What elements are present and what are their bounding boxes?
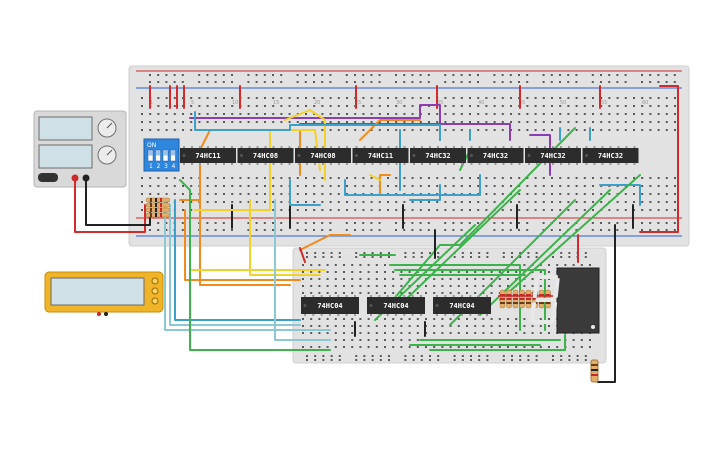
resistor-bank[interactable]	[145, 197, 171, 218]
ic-chip-label: 74HC08	[310, 152, 335, 160]
ic-chip-label: 74HC11	[195, 152, 220, 160]
ic-chip[interactable]: 74HC08	[295, 146, 351, 165]
wire-red[interactable]	[74, 177, 146, 233]
column-number: 30	[396, 100, 402, 106]
power-supply[interactable]	[33, 110, 127, 188]
pull-resistor[interactable]	[145, 202, 171, 208]
wire-red[interactable]	[639, 85, 679, 233]
seven-segment-digit	[530, 275, 560, 324]
wire-green[interactable]	[179, 179, 331, 351]
seven-segment-value: 8	[0, 0, 1, 1]
ic-chip-label: 74HC04	[317, 302, 342, 310]
power-switch[interactable]	[38, 173, 58, 182]
wire-black[interactable]	[597, 224, 616, 383]
ic-chip-label: 74HC11	[368, 152, 393, 160]
wire-green[interactable]	[399, 189, 521, 306]
wire-cyan[interactable]	[599, 184, 641, 206]
wire-cyan[interactable]	[409, 184, 441, 201]
column-number: 40	[478, 100, 484, 106]
ic-chip-label: 74HC32	[598, 152, 623, 160]
column-number: 5	[191, 100, 194, 106]
dip-switch-number: 4	[172, 163, 176, 170]
ic-chip[interactable]: 74HC11	[352, 146, 409, 165]
wires[interactable]	[74, 85, 679, 383]
main-ic-row[interactable]: 74HC11 74HC08 74HC08 74HC11 74HC32 74HC32 74HC…	[180, 146, 639, 165]
wire-orange[interactable]	[299, 234, 351, 251]
ic-chip[interactable]: 74HC04	[367, 295, 425, 316]
ic-chip[interactable]: 74HC32	[410, 146, 466, 165]
meter-mode-a-icon[interactable]	[151, 277, 159, 285]
ic-chip-label: 74HC32	[483, 152, 508, 160]
ic-chip[interactable]: 74HC04	[301, 295, 359, 316]
ic-chip-label: 74HC04	[383, 302, 408, 310]
column-number: 10	[232, 100, 238, 106]
meter-probe-black-icon	[104, 312, 108, 316]
pull-resistor[interactable]	[145, 207, 171, 213]
column-number: 1	[150, 100, 153, 106]
segment-resistor[interactable]	[506, 289, 512, 309]
wire-cyan[interactable]	[344, 174, 481, 196]
decimal-point-icon	[591, 325, 595, 329]
ic-chip-label: 74HC32	[425, 152, 450, 160]
wire-yellow[interactable]	[249, 199, 321, 276]
ic-chip[interactable]: 74HC11	[180, 146, 236, 165]
wire-lightblue[interactable]	[169, 204, 301, 326]
wire-orange[interactable]	[184, 209, 301, 281]
wire-orange[interactable]	[359, 119, 421, 141]
column-number: 55	[601, 100, 607, 106]
wire-orange[interactable]	[379, 174, 391, 196]
column-number: 15	[273, 100, 279, 106]
column-number: 50	[560, 100, 566, 106]
ic-chip[interactable]: 74HC04	[433, 295, 491, 316]
ic-chip-label: 74HC08	[253, 152, 278, 160]
meter-mode-ohm-icon[interactable]	[151, 297, 159, 305]
column-number: 35	[437, 100, 443, 106]
dip-switch-number: 1	[149, 163, 153, 170]
dip-switch-on-label: ON	[147, 142, 156, 149]
multimeter[interactable]	[44, 271, 164, 316]
ic-chip[interactable]: 74HC32	[467, 146, 524, 165]
column-number: 25	[355, 100, 361, 106]
meter-mode-v-icon[interactable]	[151, 287, 159, 295]
wire-lightblue[interactable]	[274, 199, 331, 341]
segment-resistor[interactable]	[499, 289, 506, 309]
ic-chip[interactable]: 74HC08	[237, 146, 294, 165]
wire-green[interactable]	[429, 334, 566, 351]
pull-resistor[interactable]	[145, 197, 171, 203]
wire-purple[interactable]	[189, 104, 441, 141]
pull-resistor[interactable]	[145, 212, 171, 218]
seven-segment-display[interactable]: 8	[0, 0, 600, 334]
ground-resistor[interactable]	[590, 359, 599, 383]
wire-black[interactable]	[85, 177, 151, 226]
dip-switch-number: 2	[157, 163, 161, 170]
wire-green[interactable]	[394, 269, 546, 331]
column-number: 20	[314, 100, 320, 106]
wire-green[interactable]	[389, 264, 521, 331]
ic-chip[interactable]: 74HC32	[582, 146, 639, 165]
wire-green[interactable]	[499, 174, 641, 301]
ic-chip-label: 74HC04	[449, 302, 474, 310]
wire-cyan[interactable]	[194, 111, 441, 141]
meter-probe-red-icon	[97, 312, 101, 316]
small-ic-row[interactable]: 74HC04 74HC04 74HC04	[301, 295, 491, 316]
segment-resistor[interactable]	[519, 289, 525, 309]
ic-chip[interactable]: 74HC32	[525, 146, 581, 165]
wire-yellow[interactable]	[369, 174, 381, 181]
segment-resistor-bank[interactable]	[498, 289, 553, 309]
wire-orange[interactable]	[199, 189, 291, 286]
ic-chip-label: 74HC32	[540, 152, 565, 160]
wire-green[interactable]	[379, 127, 576, 316]
wire-cyan[interactable]	[289, 179, 321, 206]
segment-resistor[interactable]	[525, 289, 532, 309]
dip-switch-number: 3	[164, 163, 168, 170]
wire-red[interactable]	[299, 247, 306, 263]
segment-resistor[interactable]	[512, 289, 519, 309]
column-number: 60	[642, 100, 648, 106]
column-number: 45	[519, 100, 525, 106]
wire-cyan[interactable]	[174, 199, 301, 321]
